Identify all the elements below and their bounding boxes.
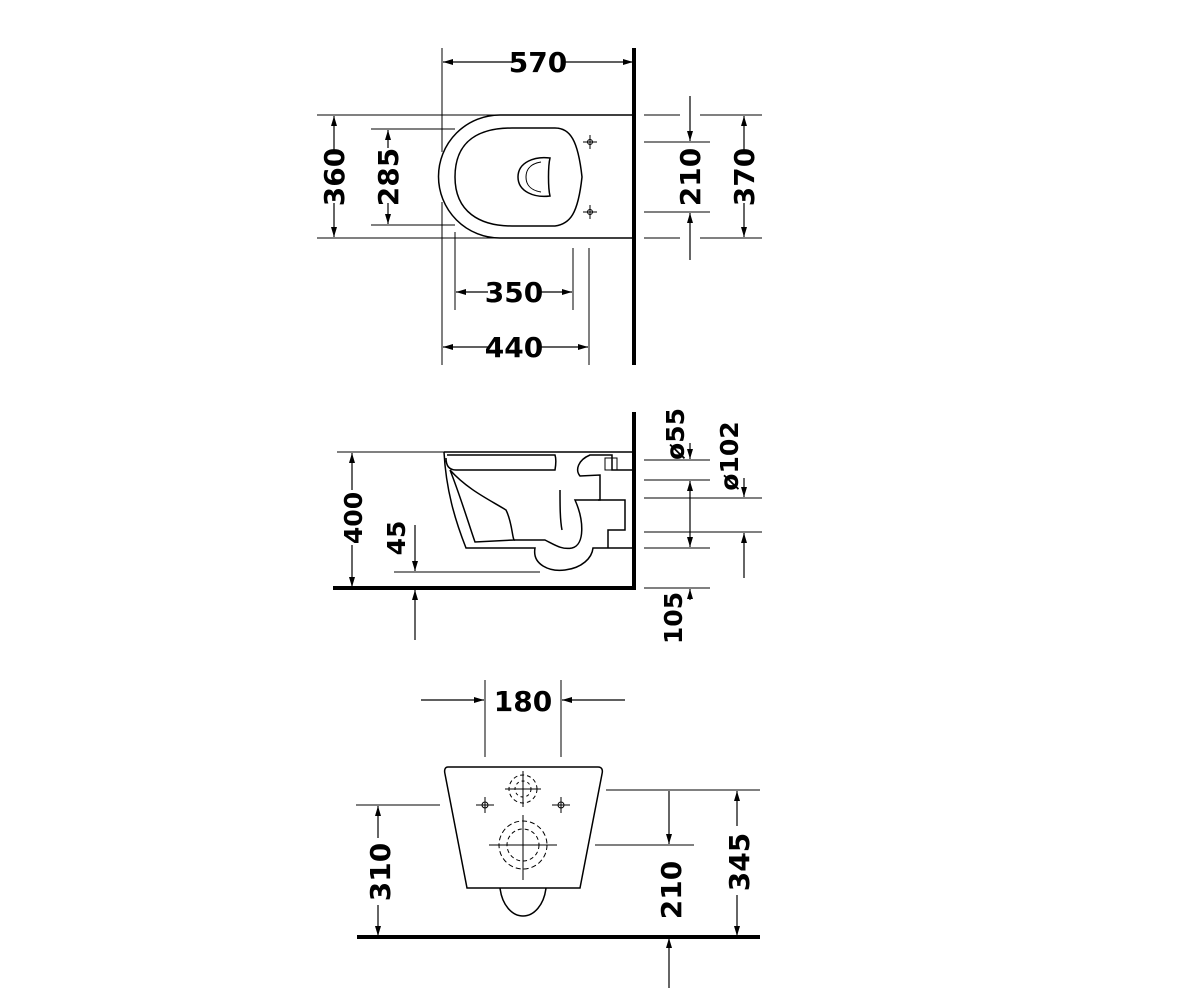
dim-350-label: 350	[485, 276, 543, 309]
dim-400-label: 400	[339, 492, 368, 544]
dim-o55-label: ø55	[661, 408, 690, 460]
dim-370-label: 370	[728, 148, 761, 206]
dim-210-label: 210	[655, 861, 688, 919]
rear-view: 180 310 210 345	[356, 680, 760, 988]
dim-310-label: 310	[364, 843, 397, 901]
fixing-point	[476, 797, 570, 813]
dim-180-label: 180	[494, 685, 552, 718]
fixing-point	[583, 135, 597, 219]
dim-570-label: 570	[509, 46, 567, 79]
extension-lines	[356, 680, 760, 846]
side-view: 400 45 ø55 ø102 105	[333, 408, 762, 644]
inlet-opening	[505, 771, 541, 807]
outlet-opening	[489, 815, 557, 880]
dimension-lines	[375, 697, 740, 988]
dim-o102-label: ø102	[715, 421, 744, 490]
dim-285-label: 285	[372, 148, 405, 206]
dimension-lines	[331, 59, 747, 350]
extension-lines	[337, 451, 762, 589]
dimension-lines	[349, 443, 747, 640]
bowl-rear-outline	[443, 766, 604, 917]
bowl-outline	[437, 114, 634, 239]
dim-360-label: 360	[318, 148, 351, 206]
dim-105-label: 105	[659, 592, 688, 644]
dim-345-label: 345	[723, 833, 756, 891]
dim-45-label: 45	[382, 521, 411, 556]
dim-440-label: 440	[485, 331, 543, 364]
bowl-profile	[443, 451, 634, 572]
extension-lines	[317, 48, 762, 365]
top-view: 570 360 285 350 440 210 370	[317, 46, 762, 365]
dim-210-label: 210	[674, 148, 707, 206]
